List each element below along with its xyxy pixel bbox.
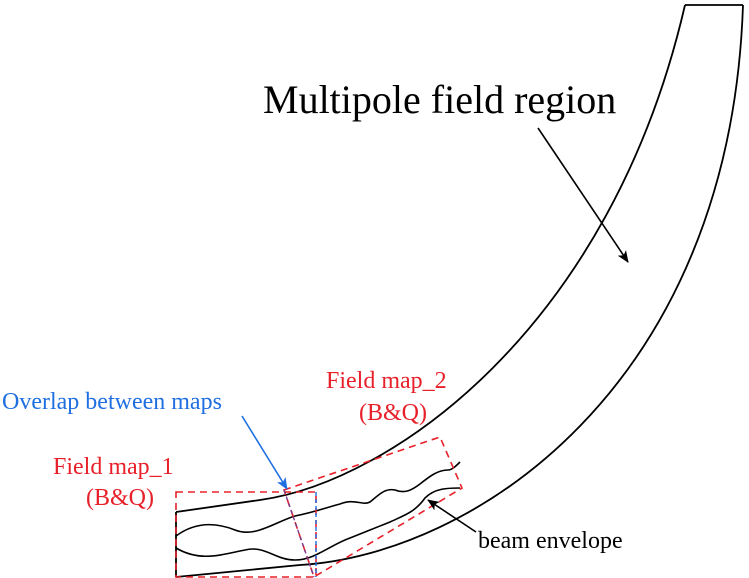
region-label: Multipole field region: [263, 77, 616, 122]
field-map-1-sublabel: (B&Q): [86, 485, 154, 511]
beam-envelope: [175, 461, 461, 561]
overlap-arrow: [241, 415, 288, 490]
overlap-region: [283, 489, 317, 578]
envelope-arrow: [427, 499, 477, 533]
field-map-2-label: Field map_2: [326, 368, 447, 394]
field-map-2-sublabel: (B&Q): [359, 400, 427, 426]
pipe-inner-wall: [175, 4, 686, 513]
overlap-boundary-1: [283, 489, 315, 578]
envelope-lower: [175, 487, 461, 561]
region-arrow: [537, 127, 629, 263]
field-map-2-box: [282, 436, 464, 578]
beam-envelope-label: beam envelope: [478, 528, 623, 554]
field-map-1-box: [175, 491, 317, 578]
overlap-label: Overlap between maps: [2, 389, 222, 415]
field-map-1-label: Field map_1: [53, 454, 174, 480]
envelope-upper: [175, 461, 461, 537]
pipe-outer-wall: [175, 4, 744, 578]
beam-pipe: [175, 4, 744, 578]
